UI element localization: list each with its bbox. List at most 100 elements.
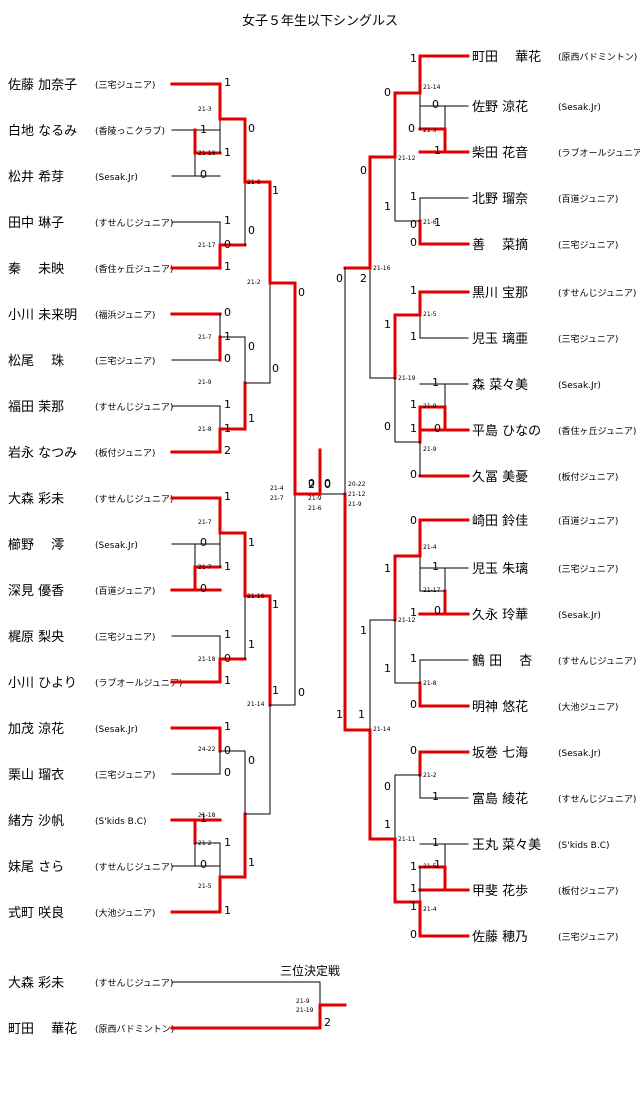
- match-result: 1: [384, 318, 391, 331]
- match-result: 1: [434, 858, 441, 871]
- match-result: 1: [224, 836, 231, 849]
- player-name: 久永 玲華: [472, 608, 528, 623]
- player-name: 佐野 涼花: [472, 99, 528, 115]
- match-result: 1: [384, 562, 391, 575]
- match-result: 0: [248, 224, 255, 237]
- match-result: 1: [336, 708, 343, 721]
- match-result: 0: [384, 780, 391, 793]
- player-club: (福浜ジュニア): [95, 309, 155, 321]
- player-name: 久冨 美憂: [472, 470, 528, 485]
- player-club: (すせんじジュニア): [95, 862, 173, 873]
- match-result: 0: [324, 478, 331, 491]
- player-name: 甲斐 花歩: [472, 883, 528, 899]
- match-result: 1: [224, 628, 231, 641]
- match-result: 1: [434, 216, 441, 229]
- match-result: 1: [224, 76, 231, 89]
- player-name: 式町 咲良: [8, 905, 64, 921]
- match-result: 0: [410, 744, 417, 757]
- player-name: 加茂 涼花: [8, 721, 64, 737]
- match-result: 1: [224, 214, 231, 227]
- match-score: 21-7: [198, 564, 212, 571]
- match-result: 1: [410, 398, 417, 411]
- match-result: 0: [410, 698, 417, 711]
- player-club: (すせんじジュニア): [95, 494, 173, 505]
- match-score: 21-7: [198, 519, 212, 526]
- match-result: 1: [224, 490, 231, 503]
- match-result: 1: [410, 422, 417, 435]
- match-result: 1: [432, 836, 439, 849]
- match-score: 21-8: [198, 426, 212, 433]
- player-name: 小川 ひより: [8, 676, 77, 691]
- player-club: (原西バドミントン): [558, 52, 637, 63]
- match-result: 1: [272, 684, 279, 697]
- match-result: 0: [298, 286, 305, 299]
- match-result: 1: [248, 536, 255, 549]
- match-result: 1: [200, 812, 207, 825]
- match-result: 0: [408, 122, 415, 135]
- player-club: (S'kids B.C): [558, 841, 610, 851]
- match-result: 0: [200, 168, 207, 181]
- match-score: 21-5: [423, 311, 437, 318]
- match-result: 1: [224, 398, 231, 411]
- match-result: 1: [410, 900, 417, 913]
- player-club: (すせんじジュニア): [558, 656, 636, 667]
- player-name: 岩永 なつみ: [8, 446, 77, 461]
- match-result: 0: [272, 362, 279, 375]
- player-club: (ラブオールジュニア): [558, 147, 640, 159]
- match-result: 0: [298, 686, 305, 699]
- match-result: 0: [200, 536, 207, 549]
- match-score: 21-6: [423, 219, 437, 226]
- player-name: 町田 華花: [472, 49, 541, 65]
- player-name: 深見 優香: [8, 584, 64, 599]
- match-score: 21-9: [308, 495, 322, 502]
- match-score: 21-3: [198, 106, 212, 113]
- match-result: 1: [224, 904, 231, 917]
- player-name: 児玉 璃亜: [472, 332, 528, 347]
- match-result: 0: [308, 477, 315, 490]
- match-score: 21-9: [423, 446, 437, 453]
- match-score: 21-14: [247, 701, 265, 708]
- player-club: (すせんじジュニア): [95, 978, 173, 989]
- match-score: 21-4: [423, 544, 437, 551]
- match-result: 0: [324, 477, 331, 490]
- player-club: (Sesak.Jr): [558, 103, 601, 113]
- player-club: (板付ジュニア): [95, 447, 155, 459]
- match-score: 21-16: [198, 150, 216, 157]
- match-result: 1: [224, 146, 231, 159]
- match-result: 1: [224, 422, 231, 435]
- player-name: 小川 未来明: [8, 308, 77, 323]
- match-result: 0: [432, 98, 439, 111]
- match-result: 2: [308, 478, 315, 491]
- match-result: 0: [200, 582, 207, 595]
- match-result: 0: [224, 744, 231, 757]
- match-result: 0: [224, 766, 231, 779]
- player-name: 北野 瑠奈: [472, 192, 528, 207]
- match-score: 21-18: [198, 656, 216, 663]
- page-title: 女子５年生以下シングルス: [241, 14, 398, 29]
- player-club: (ラブオールジュニア): [95, 677, 182, 689]
- match-score: 21-9: [296, 998, 310, 1005]
- match-result: 0: [410, 218, 417, 231]
- player-name: 王丸 菜々美: [472, 838, 541, 853]
- match-result: 1: [410, 190, 417, 203]
- match-score: 20-22: [348, 481, 366, 488]
- player-club: (三宅ジュニア): [558, 333, 618, 345]
- match-score: 21-2: [423, 772, 437, 779]
- player-club: (大池ジュニア): [95, 907, 155, 919]
- player-club: (百道ジュニア): [95, 585, 155, 597]
- match-result: 1: [410, 52, 417, 65]
- match-score: 21-5: [198, 883, 212, 890]
- match-result: 1: [434, 144, 441, 157]
- match-result: 0: [410, 928, 417, 941]
- player-club: (三宅ジュニア): [95, 355, 155, 367]
- player-name: 鶴 田 杏: [472, 653, 532, 669]
- match-result: 1: [272, 598, 279, 611]
- player-club: (Sesak.Jr): [95, 173, 138, 183]
- match-result: 1: [410, 860, 417, 873]
- match-score: 24-22: [198, 746, 216, 753]
- player-name: 崎田 鈴佳: [472, 514, 528, 529]
- player-name: 妹尾 さら: [8, 860, 64, 875]
- player-name: 福田 茉那: [8, 400, 64, 415]
- player-club: (三宅ジュニア): [558, 931, 618, 943]
- match-score: 21-4: [423, 906, 437, 913]
